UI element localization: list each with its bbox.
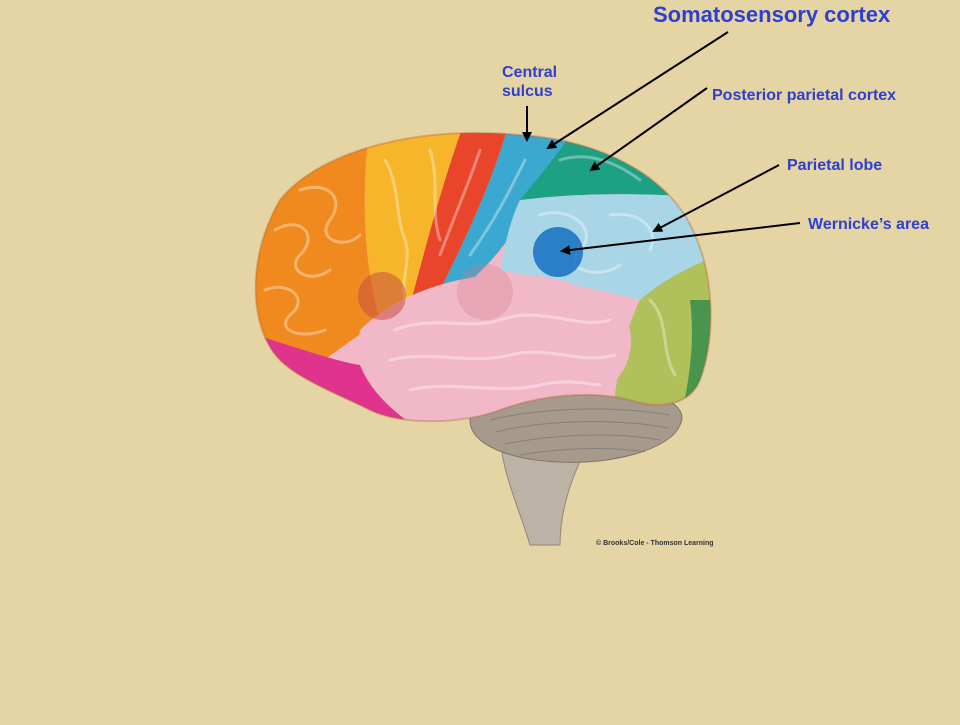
motor-cortex (410, 132, 510, 305)
label-central-sulcus-line2: sulcus (502, 83, 553, 101)
posterior-parietal-region (520, 132, 711, 200)
label-central-sulcus-line1: Central (502, 64, 558, 81)
label-central-sulcus: Central sulcus (502, 63, 582, 101)
auditory-area-marker (457, 264, 513, 320)
label-wernickes-area: Wernicke’s area (808, 216, 929, 233)
cerebellum-folia (489, 408, 671, 456)
copyright-notice: © Brooks/Cole - Thomson Learning (596, 540, 714, 547)
pointer-lines (522, 31, 801, 256)
broca-area-marker (358, 272, 406, 320)
gyri-texture (263, 148, 677, 392)
temporal-lobe (359, 274, 631, 410)
label-parietal-lobe: Parietal lobe (787, 157, 883, 174)
parietal-lobe-pointer (652, 164, 780, 232)
wernickes-pointer (560, 222, 801, 256)
premotor-cortex (364, 132, 465, 320)
somatosensory-pointer (546, 31, 729, 150)
somatosensory-cortex-region (435, 132, 580, 300)
wernickes-area-marker (533, 227, 583, 277)
posterior-parietal-pointer (589, 87, 708, 172)
label-somatosensory-cortex: Somatosensory cortex (653, 2, 891, 27)
label-posterior-parietal-cortex: Posterior parietal cortex (712, 87, 897, 104)
cerebrum-outline (254, 131, 712, 423)
